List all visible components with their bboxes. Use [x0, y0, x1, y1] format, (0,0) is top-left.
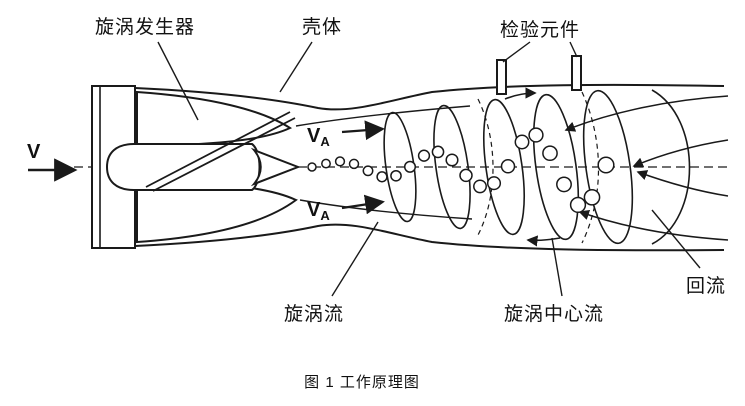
leader-vortex-center-flow — [551, 237, 563, 297]
leader-vortex-generator — [157, 41, 199, 121]
detector-probe — [571, 55, 582, 91]
swirl-blade — [145, 111, 296, 192]
rotation-arrow — [526, 235, 561, 247]
label-vortex-flow: 旋涡流 — [284, 303, 344, 325]
figure-caption: 图 1 工作原理图 — [304, 374, 420, 391]
label-axial-velocity-top: VA — [307, 125, 330, 149]
leader-shell — [279, 41, 313, 93]
flow-arrows — [28, 120, 385, 215]
label-detection-element: 检验元件 — [500, 19, 580, 41]
leader-detector-left — [502, 41, 531, 63]
pipe-shell — [134, 83, 725, 252]
label-shell: 壳体 — [302, 16, 342, 38]
leader-vortex-flow — [331, 221, 379, 297]
detector-probes — [496, 55, 582, 95]
label-axial-velocity-bottom: VA — [307, 199, 330, 223]
label-inlet-velocity: V — [27, 141, 41, 163]
label-vortex-generator: 旋涡发生器 — [95, 16, 195, 38]
rotation-arrow — [504, 87, 537, 100]
leader-detector-right — [569, 41, 578, 58]
helix-backside-arc — [581, 91, 600, 244]
leader-backflow — [651, 209, 701, 269]
axial-velocity-arrow-top — [341, 120, 385, 141]
label-backflow: 回流 — [686, 275, 726, 297]
vortex-generator — [105, 90, 301, 244]
label-vortex-center-flow: 旋涡中心流 — [504, 303, 604, 325]
leader-lines — [157, 41, 701, 297]
axial-velocity-arrow-bottom — [341, 194, 385, 215]
detector-probe — [496, 59, 507, 95]
backflow-streamlines — [564, 95, 729, 241]
vortex-core-helix — [307, 127, 615, 214]
hub-nose-cone — [250, 147, 301, 187]
